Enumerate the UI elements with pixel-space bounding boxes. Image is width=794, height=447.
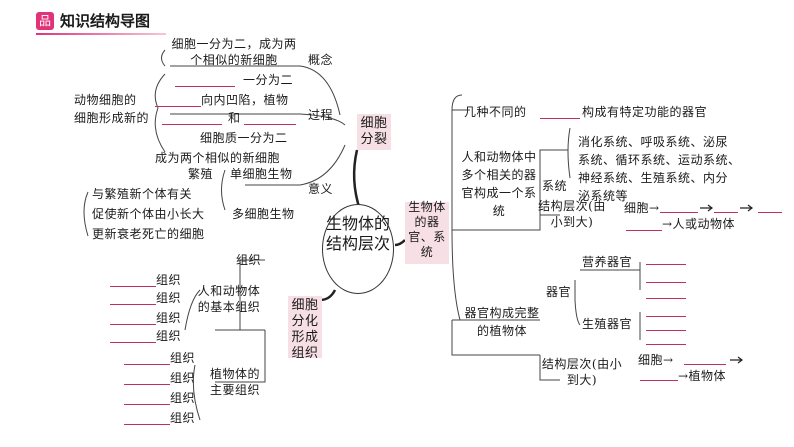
blank-veg-2 xyxy=(646,282,686,283)
meaning-label: 意义 xyxy=(308,182,334,196)
blank-process-4 xyxy=(244,124,296,125)
organ-def-a: 几种不同的 xyxy=(464,105,527,119)
animal-tissue-2: 组织 xyxy=(156,291,182,305)
process-line4: 细胞质一分为二 xyxy=(200,131,288,145)
human-chain-end: →人或动物体 xyxy=(662,217,736,231)
blank-animal-3 xyxy=(110,324,156,325)
cell-division-title: 细胞分裂 xyxy=(360,116,388,147)
organ-label: 器官 xyxy=(546,285,572,299)
blank-process-1 xyxy=(175,86,235,87)
plant-tissue-4: 组织 xyxy=(170,411,196,425)
systems-line4: 泌系统等 xyxy=(578,189,629,203)
organ-def-b: 构成有特定功能的器官 xyxy=(582,105,708,119)
plant-tissues: 植物体的主要组织 xyxy=(209,367,260,397)
human-system-desc: 人和动物体中多个相关的器官构成一个系统 xyxy=(461,150,537,218)
systems-line3: 神经系统、生殖系统、内分 xyxy=(578,171,729,185)
process-line2a: 动物细胞的 xyxy=(74,93,137,107)
title-underline xyxy=(36,33,166,35)
systems-line2: 系统、循环系统、运动系统、 xyxy=(578,153,741,167)
animal-tissue-1: 组织 xyxy=(156,273,182,287)
plant-organ-desc: 器官构成完整的植物体 xyxy=(464,306,540,338)
plant-tissue-1: 组织 xyxy=(170,351,196,365)
blank-plant-chain-1 xyxy=(684,364,726,365)
vegetative-organs: 营养器官 xyxy=(582,255,633,269)
blank-plant-1 xyxy=(124,364,170,365)
blank-plant-2 xyxy=(124,384,170,385)
process-line5: 成为两个相似的新细胞 xyxy=(155,151,281,165)
plant-chain-start: 细胞→ xyxy=(638,353,674,367)
process-label: 过程 xyxy=(308,108,334,122)
differentiation-bg xyxy=(288,296,322,358)
blank-veg-3 xyxy=(646,298,686,299)
meaning-single-a: 繁殖 xyxy=(188,167,214,181)
reproductive-organs: 生殖器官 xyxy=(582,317,633,331)
process-line3b: 和 xyxy=(228,111,241,125)
center-oval xyxy=(322,204,394,294)
center-title: 生物体的结构层次 xyxy=(325,214,390,253)
blank-human-chain-2 xyxy=(714,212,738,213)
blank-plant-3 xyxy=(124,404,170,405)
blank-organ-def xyxy=(540,118,580,119)
meaning-single-b: 单细胞生物 xyxy=(230,167,293,181)
meaning-2: 促使新个体由小长大 xyxy=(92,207,205,221)
concept-text: 细胞一分为二，成为两个相似的新细胞 xyxy=(171,37,297,67)
organs-title: 生物体的器官、系统 xyxy=(408,200,446,259)
blank-plant-chain-2 xyxy=(640,380,678,381)
animal-tissues: 人和动物体的基本组织 xyxy=(197,284,261,314)
blank-veg-1 xyxy=(646,264,686,265)
blank-human-chain-4 xyxy=(626,230,662,231)
plant-levels: 结构层次(由小到大) xyxy=(541,357,623,387)
human-chain-start: 细胞→ xyxy=(624,201,660,215)
blank-process-2 xyxy=(155,106,201,107)
plant-chain-end: →植物体 xyxy=(678,369,727,383)
blank-plant-4 xyxy=(124,424,170,425)
organs-bg xyxy=(405,202,449,264)
meaning-3: 更新衰老死亡的细胞 xyxy=(92,227,205,241)
differentiation-title: 细胞分化形成组织 xyxy=(291,298,319,361)
process-line2b: 向内凹陷，植物 xyxy=(201,93,289,107)
tissue-label: 组织 xyxy=(236,253,262,267)
meaning-1: 与繁殖新个体有关 xyxy=(92,187,193,201)
concept-label: 概念 xyxy=(308,53,334,67)
blank-animal-1 xyxy=(110,286,156,287)
meaning-multi: 多细胞生物 xyxy=(232,207,295,221)
system-label: 系统 xyxy=(542,179,568,193)
blank-human-chain-1 xyxy=(660,212,698,213)
blank-animal-4 xyxy=(110,342,156,343)
plant-tissue-3: 组织 xyxy=(170,391,196,405)
blank-human-chain-3 xyxy=(758,212,782,213)
process-line1: 一分为二 xyxy=(243,73,294,87)
blank-rep-1 xyxy=(646,316,686,317)
human-levels: 结构层次(由小到大) xyxy=(538,199,606,229)
animal-tissue-3: 组织 xyxy=(156,311,182,325)
blank-animal-2 xyxy=(110,304,156,305)
process-line3a: 细胞形成新的 xyxy=(74,111,150,125)
plant-tissue-2: 组织 xyxy=(170,371,196,385)
blank-rep-2 xyxy=(646,330,686,331)
systems-line1: 消化系统、呼吸系统、泌尿 xyxy=(578,135,729,149)
header-icon: 品 xyxy=(36,12,54,30)
blank-process-3 xyxy=(162,124,222,125)
cell-division-bg xyxy=(357,114,391,150)
blank-rep-3 xyxy=(646,344,686,345)
animal-tissue-4: 组织 xyxy=(156,329,182,343)
page-title: 知识结构导图 xyxy=(60,12,151,30)
